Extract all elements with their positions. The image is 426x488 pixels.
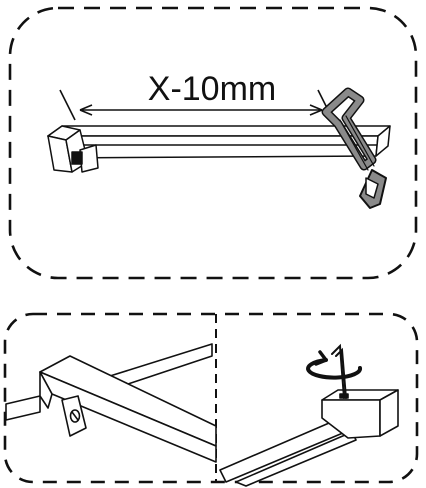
panel-cut-to-length: X-10mm bbox=[8, 6, 418, 280]
measurement-arrow bbox=[59, 89, 333, 121]
panel-bottom-dashed-border bbox=[3, 312, 419, 484]
hex-key-icon bbox=[331, 343, 347, 399]
hacksaw-icon bbox=[321, 87, 387, 209]
wall-bracket-detail bbox=[5, 343, 217, 463]
panel-top-dashed-border bbox=[8, 6, 418, 280]
stabilizer-bar bbox=[47, 125, 391, 173]
rotation-arrow-icon bbox=[306, 350, 363, 380]
measurement-label: X-10mm bbox=[148, 70, 276, 108]
bar-end-detail bbox=[219, 389, 399, 487]
panel-fix-bracket bbox=[3, 312, 419, 487]
